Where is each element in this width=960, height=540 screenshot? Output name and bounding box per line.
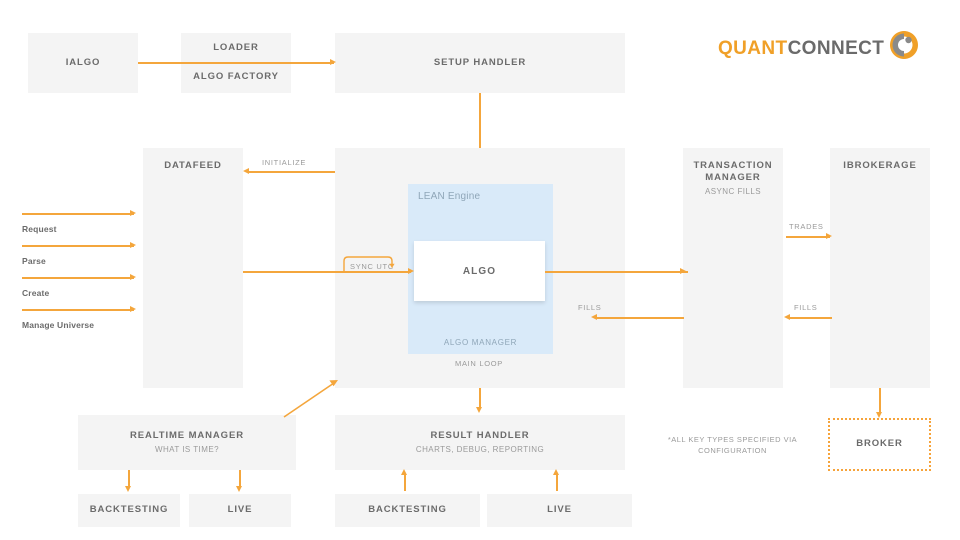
box-algo-title: ALGO xyxy=(462,265,497,277)
box-ialgo[interactable]: IALGO xyxy=(28,33,138,93)
logo-word-quant: QUANT xyxy=(718,38,788,59)
label-create: Create xyxy=(22,288,50,298)
label-manage-universe: Manage Universe xyxy=(22,320,95,330)
sync-utc-loop-icon xyxy=(343,256,395,273)
box-ibrokerage[interactable]: IBROKERAGE xyxy=(830,148,930,388)
arrow-rh-backtesting-line xyxy=(404,473,406,491)
label-sync-utc: SYNC UTC xyxy=(350,262,394,271)
arrow-manage-universe-line xyxy=(22,309,134,311)
box-realtime-manager-title: REALTIME MANAGER xyxy=(130,429,244,441)
box-result-live-title: LIVE xyxy=(547,504,572,516)
box-datafeed[interactable]: DATAFEED xyxy=(143,148,243,388)
box-result-handler[interactable]: RESULT HANDLER CHARTS, DEBUG, REPORTING xyxy=(335,415,625,470)
arrow-algo-to-txn-head xyxy=(680,268,686,274)
arrow-fills-left-head xyxy=(591,314,597,320)
arrow-trades-head xyxy=(826,233,832,239)
main-loop-label: MAIN LOOP xyxy=(455,359,503,368)
box-result-handler-sub: CHARTS, DEBUG, REPORTING xyxy=(415,444,545,454)
logo-word-connect: CONNECT xyxy=(787,38,885,59)
label-initialize: INITIALIZE xyxy=(262,158,307,167)
box-transaction-manager-title: TRANSACTION MANAGER xyxy=(693,160,773,184)
label-request: Request xyxy=(22,224,57,234)
label-parse: Parse xyxy=(22,256,46,266)
arrow-initialize-line xyxy=(249,171,335,173)
arrow-rt-to-live-head xyxy=(236,486,242,492)
label-fills-right: FILLS xyxy=(794,303,818,312)
arrow-request-head xyxy=(130,210,136,216)
box-result-handler-title: RESULT HANDLER xyxy=(430,429,530,441)
arrow-datafeed-to-algo-head xyxy=(408,268,414,274)
arrow-trades-line xyxy=(786,236,830,238)
arrow-engine-to-result-line xyxy=(479,388,481,409)
arrow-ibrokerage-to-broker-head xyxy=(876,412,882,418)
label-fills-left: FILLS xyxy=(578,303,602,312)
arrow-engine-to-result-head xyxy=(476,407,482,413)
box-result-backtesting[interactable]: BACKTESTING xyxy=(335,494,480,527)
arrow-rh-backtesting-head xyxy=(401,469,407,475)
arrow-fills-right-head xyxy=(784,314,790,320)
arrow-ialgo-to-setup-head xyxy=(330,59,336,65)
arrow-create-line xyxy=(22,277,134,279)
box-ialgo-title: IALGO xyxy=(65,56,101,68)
quantconnect-mark-icon xyxy=(890,31,919,59)
arrow-initialize-head xyxy=(243,168,249,174)
box-algo[interactable]: ALGO xyxy=(414,241,545,301)
arrow-rt-to-backtesting-head xyxy=(125,486,131,492)
arrow-parse-line xyxy=(22,245,134,247)
arrow-realtime-to-engine xyxy=(283,380,338,418)
logo-wordmark: QUANTCONNECT xyxy=(718,39,884,58)
algo-manager-label: ALGO MANAGER xyxy=(443,338,518,347)
box-result-backtesting-title: BACKTESTING xyxy=(368,504,447,516)
box-transaction-manager-sub: ASYNC FILLS xyxy=(704,187,762,197)
box-algo-factory-title: ALGO FACTORY xyxy=(193,70,279,82)
arrow-algo-to-txn-line xyxy=(545,271,688,273)
arrow-request-line xyxy=(22,213,134,215)
box-realtime-live[interactable]: LIVE xyxy=(189,494,291,527)
arrow-rt-to-backtesting-line xyxy=(128,470,130,488)
box-realtime-backtesting-title: BACKTESTING xyxy=(89,504,169,516)
box-realtime-backtesting[interactable]: BACKTESTING xyxy=(78,494,180,527)
arrow-manage-universe-head xyxy=(130,306,136,312)
quantconnect-logo: QUANTCONNECT xyxy=(718,31,920,61)
arrow-ialgo-to-setup-line xyxy=(138,62,334,64)
box-result-live[interactable]: LIVE xyxy=(487,494,632,527)
box-broker[interactable]: BROKER xyxy=(828,418,931,471)
arrow-rt-to-live-line xyxy=(239,470,241,488)
box-realtime-manager-sub: WHAT IS TIME? xyxy=(154,444,220,454)
box-setup-handler-title: SETUP HANDLER xyxy=(433,56,527,68)
box-transaction-manager[interactable]: TRANSACTION MANAGER ASYNC FILLS xyxy=(683,148,783,388)
lean-engine-label: LEAN Engine xyxy=(418,191,481,202)
box-datafeed-title: DATAFEED xyxy=(164,160,222,171)
arrow-ibrokerage-to-broker-line xyxy=(879,388,881,414)
box-broker-title: BROKER xyxy=(856,438,903,450)
arrow-rh-live-head xyxy=(553,469,559,475)
box-realtime-manager[interactable]: REALTIME MANAGER WHAT IS TIME? xyxy=(78,415,296,470)
arrow-create-head xyxy=(130,274,136,280)
box-loader-title: LOADER xyxy=(213,42,259,53)
footnote-key-types: *ALL KEY TYPES SPECIFIED VIA CONFIGURATI… xyxy=(667,435,798,456)
box-realtime-live-title: LIVE xyxy=(227,504,253,516)
box-ibrokerage-title: IBROKERAGE xyxy=(843,160,917,171)
arrow-fills-left-line xyxy=(597,317,684,319)
arrow-fills-right-line xyxy=(790,317,832,319)
arrow-parse-head xyxy=(130,242,136,248)
arrow-rh-live-line xyxy=(556,473,558,491)
label-trades: TRADES xyxy=(789,222,824,231)
box-setup-handler[interactable]: SETUP HANDLER xyxy=(335,33,625,93)
arrow-datafeed-to-algo-line xyxy=(243,271,411,273)
